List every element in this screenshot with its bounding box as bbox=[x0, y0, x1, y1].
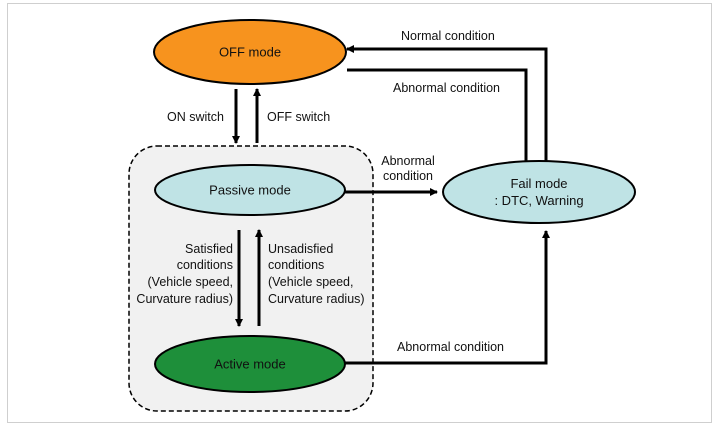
off-mode-label: OFF mode bbox=[219, 45, 281, 60]
unsatisfied-label-line2: conditions bbox=[268, 258, 324, 272]
on-switch-label: ON switch bbox=[167, 110, 224, 124]
off-mode-ellipse bbox=[153, 19, 347, 85]
unsatisfied-label-line4: Curvature radius) bbox=[268, 292, 365, 306]
fail-mode-ellipse bbox=[442, 160, 636, 224]
satisfied-label-line3: (Vehicle speed, bbox=[148, 275, 233, 289]
state-off-mode: OFF mode bbox=[153, 19, 347, 85]
active-mode-label: Active mode bbox=[214, 357, 286, 372]
satisfied-label-line4: Curvature radius) bbox=[136, 292, 233, 306]
abnormal-active-to-fail-label: Abnormal condition bbox=[397, 340, 504, 354]
state-fail-mode: Fail mode : DTC, Warning bbox=[442, 160, 636, 224]
abnormal-off-to-fail-arrow bbox=[347, 68, 530, 169]
active-mode-ellipse bbox=[154, 335, 346, 393]
satisfied-label-line2: conditions bbox=[177, 258, 233, 272]
figure-frame bbox=[7, 3, 712, 423]
state-passive-mode: Passive mode bbox=[154, 164, 346, 216]
fail-mode-label-line2: : DTC, Warning bbox=[494, 193, 583, 208]
passive-mode-ellipse bbox=[154, 164, 346, 216]
abnormal-off-to-fail-label: Abnormal condition bbox=[393, 81, 500, 95]
off-switch-label: OFF switch bbox=[267, 110, 330, 124]
unsatisfied-label-line3: (Vehicle speed, bbox=[268, 275, 353, 289]
state-active-mode: Active mode bbox=[154, 335, 346, 393]
satisfied-label-line1: Satisfied bbox=[185, 242, 233, 256]
unsatisfied-label-line1: Unsadisfied bbox=[268, 242, 333, 256]
passive-mode-label: Passive mode bbox=[209, 183, 291, 198]
normal-condition-label: Normal condition bbox=[401, 29, 495, 43]
abnormal-active-to-fail-arrow bbox=[345, 230, 550, 365]
abnormal-passive-label-line2: condition bbox=[383, 169, 433, 183]
normal-condition-arrow bbox=[346, 45, 548, 168]
fail-mode-label-line1: Fail mode bbox=[510, 176, 567, 191]
abnormal-passive-label-line1: Abnormal bbox=[381, 154, 435, 168]
